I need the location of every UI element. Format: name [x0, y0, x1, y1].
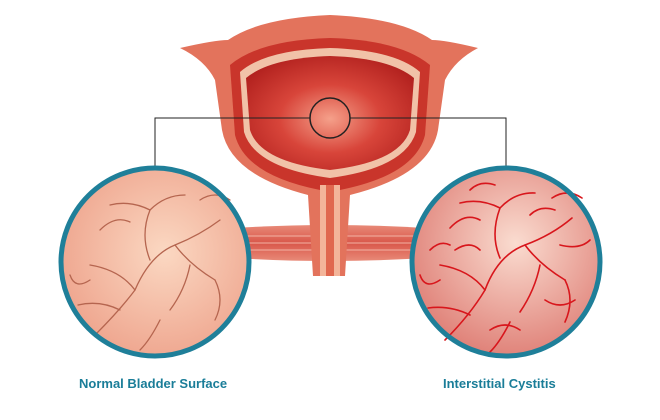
bladder: [180, 15, 478, 276]
callout-lines: [154, 97, 507, 170]
normal-surface-magnifier: [58, 165, 252, 359]
normal-bladder-label: Normal Bladder Surface: [79, 376, 228, 391]
normal-veins: [69, 194, 231, 351]
interstitial-cystitis-magnifier: [409, 165, 603, 359]
interstitial-cystitis-label: Interstitial Cystitis: [443, 376, 556, 391]
focus-circle: [309, 97, 351, 139]
